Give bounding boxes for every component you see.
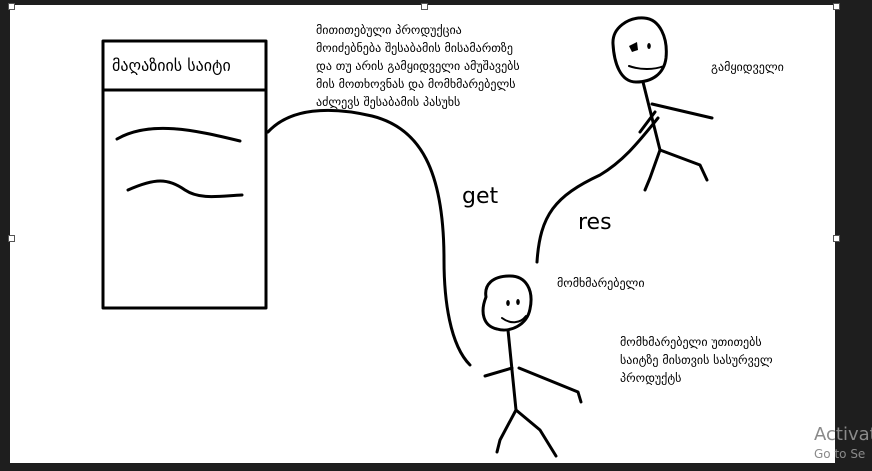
user-eye-right xyxy=(516,299,520,305)
seller-right-arm xyxy=(650,102,714,120)
user-eye-left xyxy=(506,300,510,306)
user-action-note: მომხმარებელი უთითებს საიტზე მისთვის სასუ… xyxy=(620,335,773,385)
resize-handle-top-left[interactable] xyxy=(8,3,15,10)
res-connector-line xyxy=(535,116,660,264)
user-label: მომხმარებელი xyxy=(557,276,645,290)
resize-handle-middle-right[interactable] xyxy=(833,235,840,242)
resize-handle-top-right[interactable] xyxy=(833,3,840,10)
user-right-leg xyxy=(514,408,558,458)
website-content-squiggle-1 xyxy=(115,126,242,143)
product-lookup-note: მითითებული პროდუქცია მოიძებნება შესაბამი… xyxy=(316,23,520,109)
seller-right-leg xyxy=(658,148,709,182)
seller-eye-right xyxy=(647,43,651,49)
resize-handle-top-middle[interactable] xyxy=(421,3,428,10)
watermark-line-1: Activat xyxy=(814,424,872,445)
get-request-label: get xyxy=(462,184,499,209)
response-label: res xyxy=(578,210,612,235)
watermark-line-2: Go to Se xyxy=(814,447,866,461)
website-box xyxy=(101,39,268,310)
website-content-squiggle-2 xyxy=(126,179,244,199)
drawing-canvas xyxy=(10,5,835,463)
user-left-leg xyxy=(495,408,518,454)
seller-eye-left xyxy=(629,42,638,52)
get-connector-line xyxy=(266,108,472,367)
user-mouth xyxy=(501,315,527,324)
resize-handle-middle-left[interactable] xyxy=(8,235,15,242)
seller-mouth xyxy=(628,65,665,70)
seller-label: გამყიდველი xyxy=(711,60,784,74)
user-body xyxy=(506,328,518,412)
seller-head xyxy=(611,16,668,84)
user-right-arm xyxy=(517,366,583,404)
user-head xyxy=(481,274,533,332)
user-left-arm xyxy=(483,366,514,378)
seller-left-arm xyxy=(638,110,657,134)
activation-watermark: Activat Go to Se xyxy=(814,424,872,461)
seller-left-leg xyxy=(643,148,662,192)
website-title: მაღაზიის საიტი xyxy=(112,56,231,75)
